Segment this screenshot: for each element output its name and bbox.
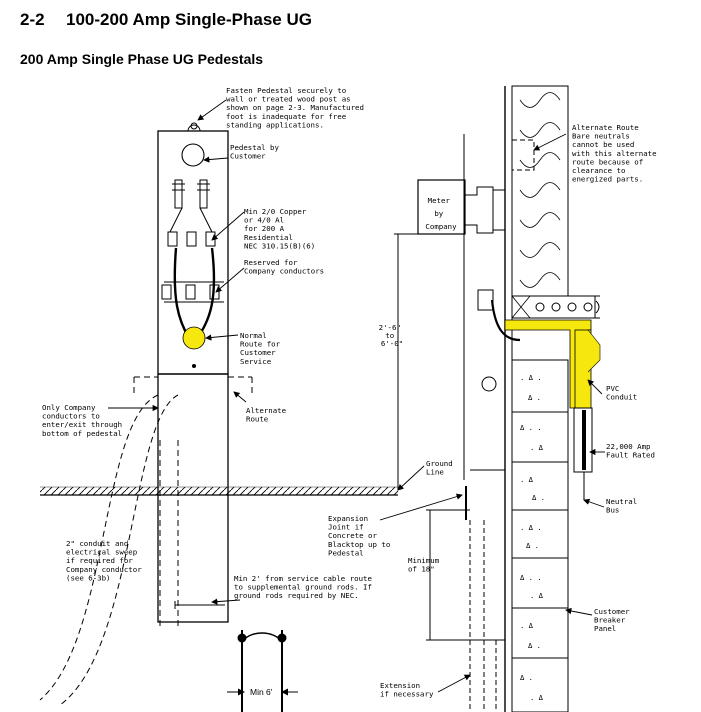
label-minimum-18: Minimum of 18" <box>408 556 444 574</box>
section-title: 100-200 Amp Single-Phase UG <box>66 10 312 29</box>
label-pvc-conduit: PVC Conduit <box>606 384 637 402</box>
label-reserved-company: Reserved for Company conductors <box>244 258 324 276</box>
label-min-copper: Min 2/0 Copper or 4/0 Al for 200 A Resid… <box>244 207 315 250</box>
label-neutral-bus: Neutral Bus <box>606 497 642 515</box>
svg-text:. Δ: . Δ <box>530 591 544 600</box>
svg-text:Δ .: Δ . <box>528 641 541 650</box>
svg-text:. Δ: . Δ <box>530 693 544 702</box>
svg-text:. Δ .: . Δ . <box>520 523 542 532</box>
pedestal <box>39 122 253 706</box>
pvc-conduit <box>504 319 601 500</box>
leader-lines <box>108 99 605 693</box>
section-number: 2-2 <box>20 10 45 29</box>
label-meter: Meter by Company <box>425 196 457 231</box>
svg-text:Δ .: Δ . <box>532 493 545 502</box>
meter-assembly <box>417 134 521 712</box>
label-pedestal-by-customer: Pedestal by Customer <box>230 143 283 161</box>
label-fault-rated: 22,000 Amp Fault Rated <box>606 442 655 460</box>
svg-text:. Δ: . Δ <box>530 443 544 452</box>
label-fasten-pedestal: Fasten Pedestal securely to wall or trea… <box>226 86 368 129</box>
ground-surface <box>40 486 398 496</box>
label-alternate-route-right: Alternate Route Bare neutrals cannot be … <box>572 123 661 184</box>
svg-text:Δ . .: Δ . . <box>520 573 542 582</box>
label-alternate-route-left: Alternate Route <box>246 406 291 424</box>
label-min-6ft: Min 6' <box>250 687 273 697</box>
svg-text:Δ .: Δ . <box>520 673 533 682</box>
dimension-lines <box>394 233 505 641</box>
label-height-range: 2'-6" to 6'-0" <box>379 323 406 348</box>
svg-text:Δ .: Δ . <box>528 393 541 402</box>
label-min-2ft: Min 2' from service cable route to suppl… <box>234 574 376 600</box>
label-breaker-panel: Customer Breaker Panel <box>594 607 634 633</box>
label-normal-route: Normal Route for Customer Service <box>240 331 285 366</box>
label-conduit-sweep: 2" conduit and electrical sweep if requi… <box>66 539 146 582</box>
label-ground-line: Ground Line <box>426 459 457 477</box>
ground-rods <box>174 601 298 712</box>
svg-text:. Δ .: . Δ . <box>520 373 542 382</box>
label-extension: Extension if necessary <box>380 681 434 699</box>
svg-text:. Δ: . Δ <box>520 475 534 484</box>
svg-text:Δ .: Δ . <box>526 541 539 550</box>
label-only-company: Only Company conductors to enter/exit th… <box>42 403 127 438</box>
svg-text:. Δ: . Δ <box>520 621 534 630</box>
label-expansion-joint: Expansion Joint if Concrete or Blacktop … <box>328 514 395 557</box>
svg-text:Δ . .: Δ . . <box>520 423 542 432</box>
page-subtitle: 200 Amp Single Phase UG Pedestals <box>20 51 264 67</box>
